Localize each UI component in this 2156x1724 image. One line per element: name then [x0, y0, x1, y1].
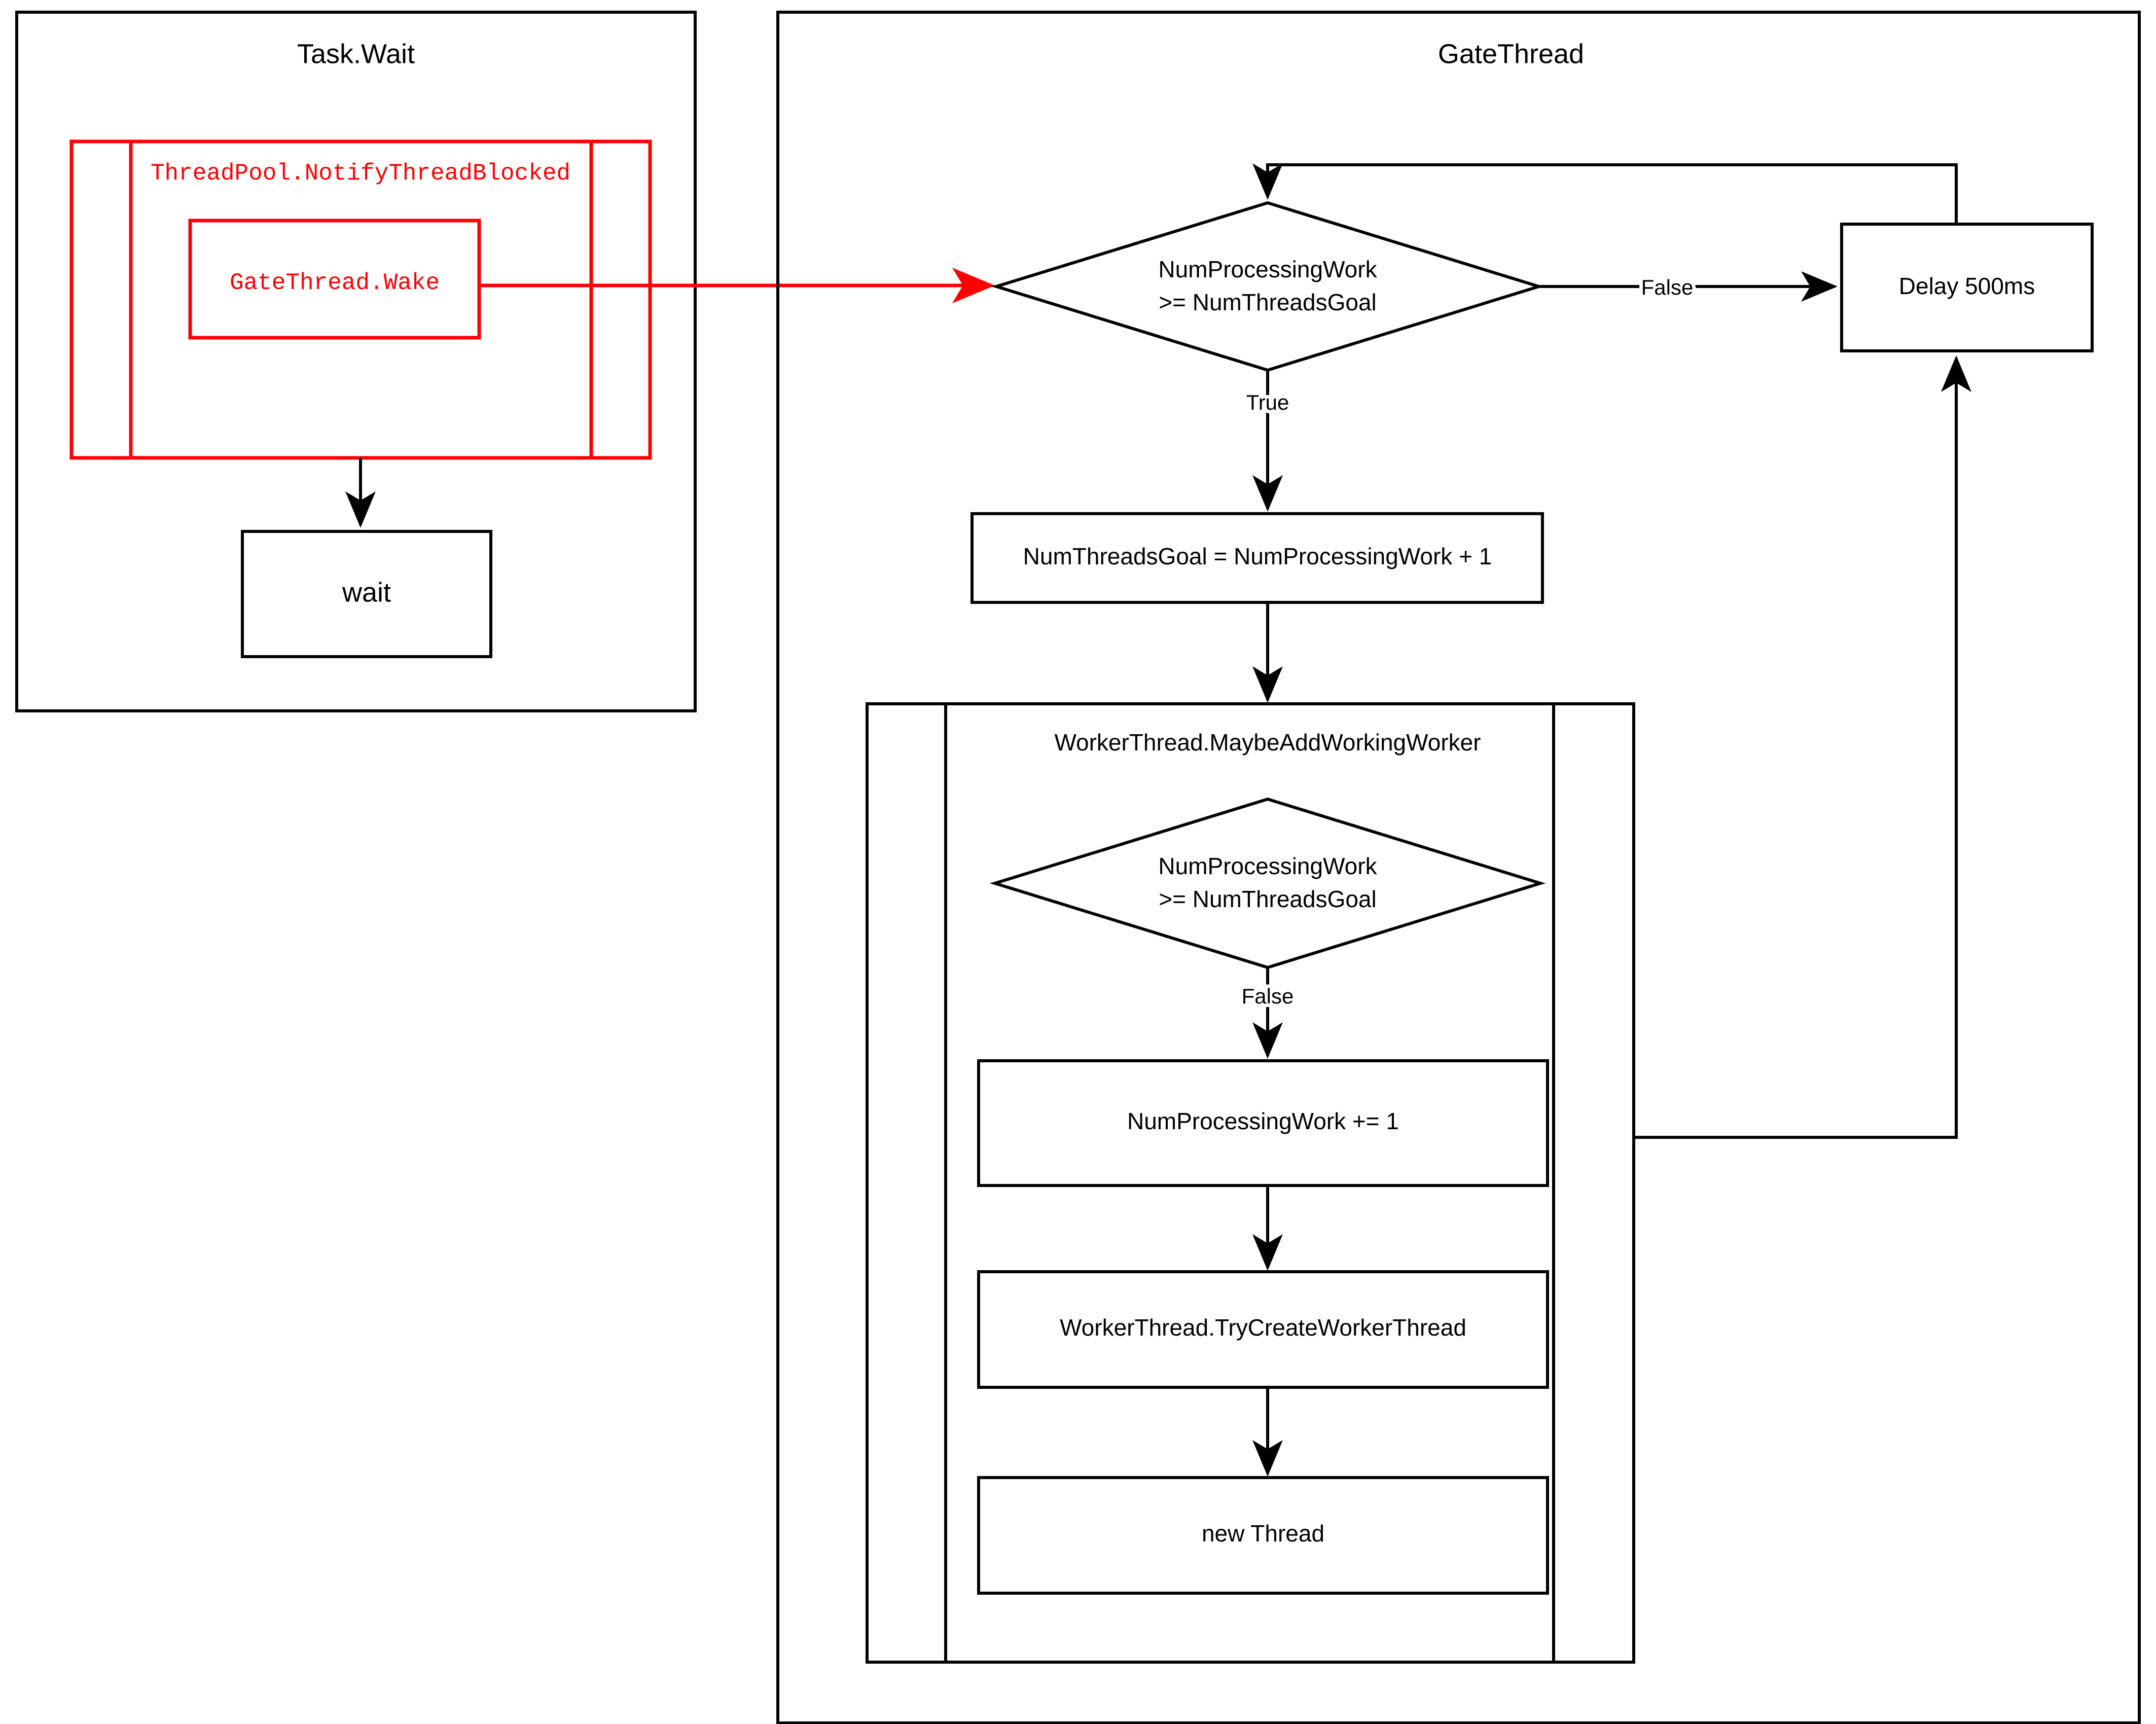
new-thread-node[interactable]: new Thread: [977, 1476, 1549, 1595]
try-create-worker-thread-label: WorkerThread.TryCreateWorkerThread: [1060, 1314, 1466, 1341]
wait-node[interactable]: wait: [241, 530, 492, 658]
edge-delay-loop-to-decision1: [1252, 163, 1958, 236]
gate-thread-title: GateThread: [1438, 39, 1584, 69]
wait-label: wait: [342, 577, 391, 607]
new-thread-box[interactable]: [977, 1476, 1549, 1595]
notify-thread-blocked-group: ThreadPool.NotifyThreadBlocked: [69, 139, 652, 460]
edge-label-decision1-false: False: [1641, 275, 1694, 299]
decision2-label-line1: NumProcessingWork: [1158, 853, 1377, 879]
assign-numthreadsgoal-node[interactable]: NumThreadsGoal = NumProcessingWork + 1: [971, 512, 1544, 604]
gatethread-wake-label: GateThread.Wake: [230, 270, 440, 296]
notify-thread-blocked-label: ThreadPool.NotifyThreadBlocked: [151, 160, 570, 187]
delay-500ms-node[interactable]: Delay 500ms: [1840, 223, 2094, 352]
task-wait-container: [15, 11, 697, 712]
try-create-worker-thread-box[interactable]: [977, 1270, 1549, 1389]
maybe-add-working-worker-group: WorkerThread.MaybeAddWorkingWorker: [866, 702, 1635, 1664]
task-wait-title: Task.Wait: [297, 39, 415, 69]
increment-numprocessingwork-label: NumProcessingWork += 1: [1127, 1108, 1399, 1134]
assign-numthreadsgoal-label: NumThreadsGoal = NumProcessingWork + 1: [1023, 543, 1492, 569]
edge-increment-loop-to-delay: [1634, 355, 1971, 1139]
decision-numprocessingwork-vs-goal-2[interactable]: NumProcessingWork >= NumThreadsGoal: [989, 797, 1546, 969]
increment-numprocessingwork-node[interactable]: NumProcessingWork += 1: [977, 1059, 1549, 1187]
decision1-diamond[interactable]: [991, 201, 1544, 372]
assign-numthreadsgoal-box[interactable]: [971, 512, 1544, 604]
delay-500ms-label: Delay 500ms: [1899, 273, 2035, 299]
decision1-label-line2: >= NumThreadsGoal: [1159, 289, 1377, 315]
try-create-worker-thread-node[interactable]: WorkerThread.TryCreateWorkerThread: [977, 1270, 1549, 1389]
edge-label-decision2-false: False: [1242, 984, 1294, 1008]
decision-numprocessingwork-vs-goal-1[interactable]: NumProcessingWork >= NumThreadsGoal: [991, 201, 1544, 372]
increment-numprocessingwork-box[interactable]: [977, 1059, 1549, 1187]
edge-label-decision1-true: True: [1246, 390, 1289, 414]
gate-thread-container: [776, 11, 2141, 1724]
gate-thread-group: GateThread: [776, 11, 2141, 1724]
notify-thread-blocked-inner-frame: [129, 139, 593, 460]
delay-500ms-box[interactable]: [1840, 223, 2094, 352]
gatethread-wake-node[interactable]: GateThread.Wake: [188, 219, 481, 340]
task-wait-group: Task.Wait: [15, 11, 697, 712]
maybeadd-inner-frame: [944, 702, 1555, 1664]
wait-box[interactable]: [241, 530, 492, 658]
decision1-label-line1: NumProcessingWork: [1158, 256, 1377, 282]
gatethread-wake-box[interactable]: [188, 219, 481, 340]
decision2-label-line2: >= NumThreadsGoal: [1159, 886, 1377, 912]
notify-thread-blocked-outer-frame: [69, 139, 652, 460]
new-thread-label: new Thread: [1202, 1520, 1324, 1547]
maybeadd-label: WorkerThread.MaybeAddWorkingWorker: [1054, 729, 1481, 756]
decision2-diamond[interactable]: [989, 797, 1546, 969]
